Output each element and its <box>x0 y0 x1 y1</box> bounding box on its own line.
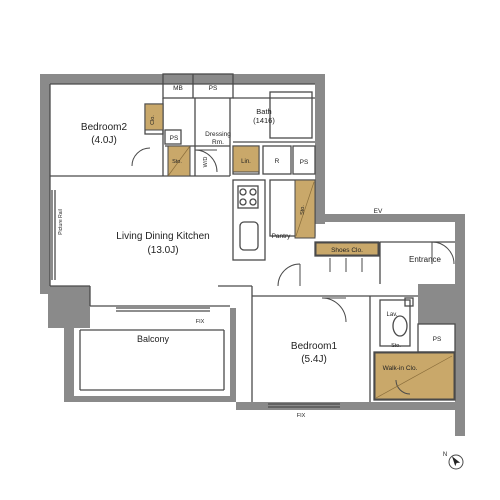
door-swings <box>131 147 455 395</box>
sto-small-label: Sto. <box>391 343 401 349</box>
clo-b2-label: Clo. <box>150 115 156 125</box>
fix-balcony-label: FIX <box>196 319 205 325</box>
ps-top-label: PS <box>209 85 218 92</box>
compass-n-label: N <box>443 452 447 458</box>
ldk-name: Living Dining Kitchen <box>116 231 209 242</box>
walkin-label: Walk-in Clo. <box>383 365 418 372</box>
sto-b2-label: Sto. <box>172 159 182 165</box>
r-label: R <box>275 158 280 165</box>
bedroom1-size: (5.4J) <box>301 354 327 365</box>
entrance-name: Entrance <box>409 255 442 264</box>
bath-name: Bath <box>256 107 271 116</box>
room-labels: Bedroom2 (4.0J) Living Dining Kitchen (1… <box>58 85 442 419</box>
fix-bottom-label: FIX <box>297 413 306 419</box>
dressing-sub: Rm. <box>212 139 224 146</box>
wd-label: W/D <box>203 157 209 168</box>
bedroom2-size: (4.0J) <box>91 135 117 146</box>
walls <box>40 74 465 436</box>
lav-label: Lav. <box>387 312 398 318</box>
bath-size: (1416) <box>253 116 275 125</box>
lin-label: Lin. <box>241 159 251 165</box>
compass-icon: N <box>443 452 464 470</box>
bedroom2-name: Bedroom2 <box>81 122 128 133</box>
dressing-name: Dressing <box>205 131 231 138</box>
balcony-name: Balcony <box>137 334 170 344</box>
ev-label: EV <box>374 208 383 215</box>
ldk-size: (13.0J) <box>147 245 178 256</box>
sto-kitchen-label: Sto. <box>300 205 306 215</box>
storage-fills <box>144 103 455 400</box>
ps-bath-label: PS <box>170 135 179 142</box>
pantry-label: Pantry <box>272 233 292 240</box>
picture-rail-label: Picture Rail <box>58 209 64 235</box>
mb-label: MB <box>173 85 183 92</box>
bedroom1-name: Bedroom1 <box>291 341 338 352</box>
ps-mid-label: PS <box>433 336 442 343</box>
shoes-label: Shoes Clo. <box>331 247 363 254</box>
storage-hatch <box>167 145 453 399</box>
ps-right-label: PS <box>300 159 309 166</box>
